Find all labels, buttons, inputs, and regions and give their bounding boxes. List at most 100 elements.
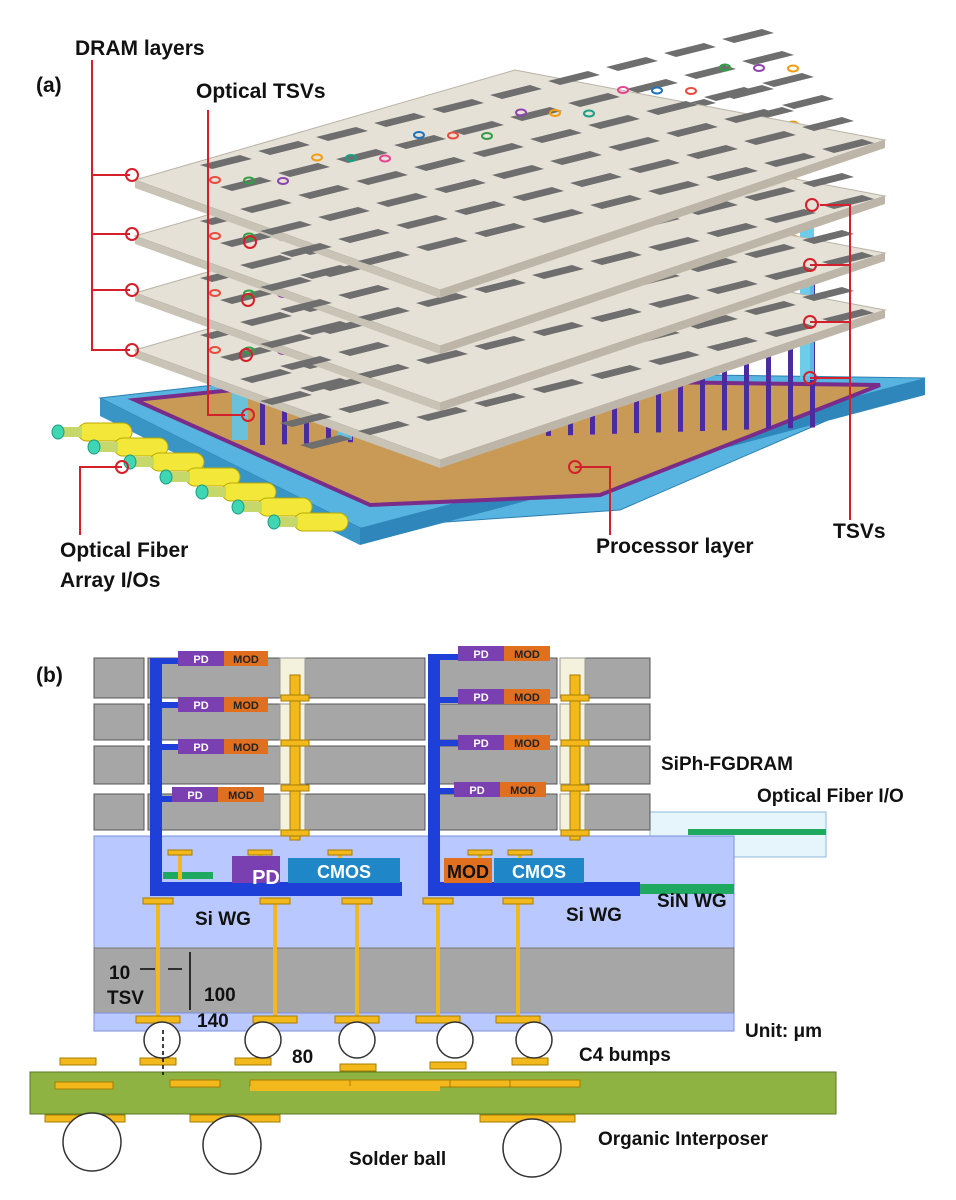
mod-chip: [224, 739, 268, 754]
micro-ring: [719, 63, 731, 72]
dram-bank: [764, 153, 816, 167]
optical-fiber: [51, 422, 133, 442]
dram-bank: [240, 255, 292, 269]
dram-bank: [724, 109, 776, 123]
dram-bank: [338, 285, 390, 299]
dram-bank: [822, 309, 874, 323]
micro-ring: [209, 176, 221, 184]
dram-die-segment: [93, 793, 145, 831]
label-array-ios: Array I/Os: [60, 569, 160, 592]
dram-bank: [474, 279, 526, 293]
dram-bank: [416, 350, 468, 364]
dram-die-segment: [431, 793, 558, 831]
dram-bank: [706, 280, 758, 294]
through-silicon-via: [516, 898, 520, 1016]
micro-ring: [617, 86, 629, 94]
dram-layer-edge: [135, 350, 440, 468]
via-top-pad: [341, 897, 373, 905]
callout-dot: [241, 293, 255, 307]
cmos-left: [288, 858, 400, 883]
panel-b-tag: (b): [36, 664, 63, 687]
pd-label: PD: [473, 649, 488, 661]
dram-die-segment: [431, 703, 558, 741]
callout-tsv-trunk: [820, 204, 851, 520]
via-top-pad: [422, 897, 454, 905]
dram-bank: [764, 266, 816, 280]
callout-dot: [125, 227, 139, 241]
micro-ring: [685, 87, 697, 95]
pd-label: PD: [187, 790, 202, 802]
fiber-ferrule: [240, 502, 262, 512]
dram-bank: [706, 337, 758, 351]
dram-bank: [280, 413, 332, 427]
dram-bank: [686, 201, 738, 215]
dram-die-segment: [284, 793, 426, 831]
optical-fiber: [231, 497, 313, 517]
micro-ring: [277, 177, 289, 185]
dram-layer-edge: [135, 180, 440, 298]
optical-fiber: [159, 467, 241, 487]
micro-ring: [243, 289, 255, 298]
dram-bank: [782, 95, 834, 109]
logic-die-substrate: [93, 947, 735, 1014]
interposer-trace: [54, 1081, 114, 1090]
dram-bank: [336, 149, 388, 163]
dram-bank: [802, 287, 854, 301]
dram-bank: [358, 421, 410, 435]
fiber-tip: [87, 439, 101, 455]
mod-label: MOD: [228, 790, 254, 802]
interposer-trace: [59, 1057, 97, 1066]
callout-dot: [125, 343, 139, 357]
micro-ring: [243, 176, 255, 185]
dram-bank: [280, 299, 332, 313]
micro-ring: [549, 109, 561, 117]
tsv-pad: [280, 784, 310, 792]
interposer-trace: [249, 1079, 351, 1088]
dram-bank: [300, 435, 352, 449]
tsv-pad: [560, 739, 590, 747]
interposer-trace: [234, 1057, 272, 1066]
si-waveguide-right: [428, 882, 640, 896]
callout-lines: [79, 60, 851, 535]
stack-tsv: [569, 674, 581, 841]
dram-bank: [704, 87, 756, 101]
micro-ring: [583, 109, 595, 118]
dram-bank: [742, 51, 794, 65]
label-si-wg-right: Si WG: [566, 905, 622, 926]
optical-via-branches: [150, 654, 458, 802]
contact-pad: [507, 849, 533, 856]
micro-ring: [447, 131, 459, 140]
dram-bank: [240, 369, 292, 383]
via-top-pad: [259, 897, 291, 905]
optical-fiber: [195, 482, 277, 502]
dram-bank: [608, 137, 660, 151]
optical-fiber-array: [51, 422, 349, 532]
dram-bank: [646, 101, 698, 115]
dram-bank: [416, 293, 468, 307]
dram-bank: [570, 173, 622, 187]
fiber-ferrule: [60, 427, 82, 437]
label-optical-tsvs: Optical TSVs: [196, 80, 326, 103]
dram-bank: [648, 237, 700, 251]
pd-chip: [178, 651, 224, 666]
dram-bank: [396, 215, 448, 229]
pd-chip: [458, 646, 504, 661]
dram-bank: [802, 230, 854, 244]
dram-bank: [200, 155, 252, 169]
mod-label: MOD: [233, 742, 259, 754]
dram-bank: [316, 127, 368, 141]
dram-die-segment: [284, 703, 426, 741]
dram-layer-edge: [440, 140, 885, 298]
dram-bank: [588, 115, 640, 129]
pd-chip: [458, 689, 504, 704]
dram-bank: [648, 294, 700, 308]
optical-fiber: [87, 437, 169, 457]
interposer-trace: [509, 1079, 581, 1088]
label-processor-layer: Processor layer: [596, 535, 754, 558]
dram-bank: [744, 131, 796, 145]
micro-ring: [209, 232, 221, 240]
dram-bank: [376, 193, 428, 207]
dram-bank: [318, 207, 370, 221]
callout-dot: [125, 168, 139, 182]
